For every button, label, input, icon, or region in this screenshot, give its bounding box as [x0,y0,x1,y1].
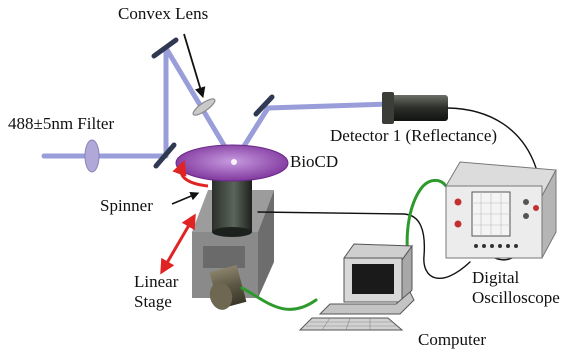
filter-optic [84,139,100,173]
label-detector: Detector 1 (Reflectance) [330,126,498,145]
convex-lens-optic [192,98,216,116]
spinner-pointer-arrow [171,191,200,205]
label-spinner: Spinner [100,196,153,215]
label-oscilloscope-line1: Digital [472,268,520,287]
label-biocd: BioCD [290,152,339,171]
detector-icon [382,92,448,124]
label-linear-stage-line1: Linear [134,272,179,291]
label-linear-stage-line2: Stage [134,292,172,311]
label-oscilloscope-line2: Oscilloscope [472,288,560,307]
linear-motion-arrow [160,213,196,275]
computer-icon [298,243,415,331]
rotation-arrow [172,159,209,188]
label-computer: Computer [418,330,486,349]
label-convex-lens: Convex Lens [118,4,209,23]
stage-motor-icon [209,265,247,310]
lens-pointer-arrow [183,33,206,99]
label-filter: 488±5nm Filter [8,114,115,133]
oscilloscope-icon [445,161,557,259]
mirror-icon [151,37,275,169]
laser-spot [231,159,237,165]
